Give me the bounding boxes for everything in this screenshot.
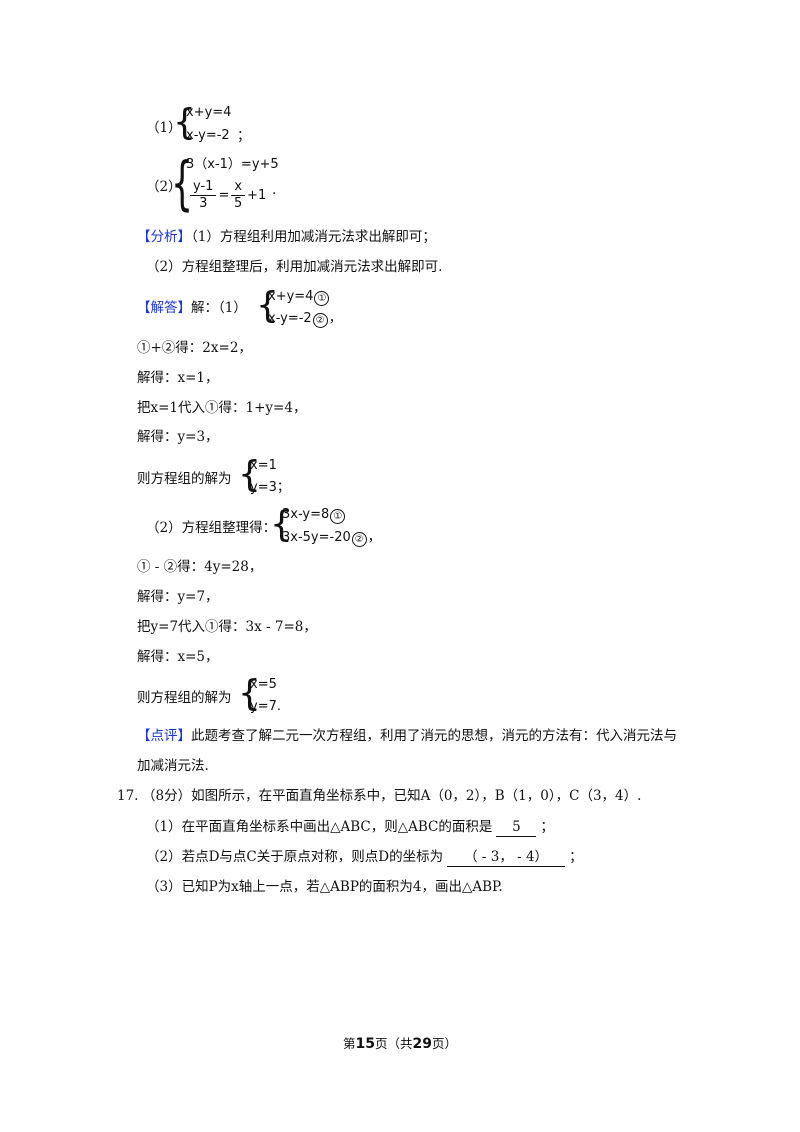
- solution-step: 解得：y=7，: [137, 589, 219, 605]
- analysis-line: 【分析】（1）方程组利用加减消元法求出解即可；: [137, 229, 436, 245]
- brace: {: [173, 102, 196, 143]
- question-part: （2）若点D与点C关于原点对称，则点D的坐标为（ - 3， - 4）；: [146, 848, 583, 867]
- equation: x-y=-2: [186, 128, 230, 143]
- comment-line: 【点评】此题考查了解二元一次方程组，利用了消元的思想，消元的方法有：代入消元法与: [137, 728, 677, 744]
- answer-blank: 5: [496, 818, 537, 837]
- result-prefix: 则方程组的解为: [137, 471, 232, 487]
- comment-tag: 【点评】: [137, 728, 191, 744]
- solution-step: 解得：y=3，: [137, 429, 219, 445]
- problem2-label: （2）: [146, 179, 182, 195]
- equation: x=5: [250, 677, 277, 692]
- answer-tag: 【解答】: [137, 300, 191, 316]
- brace: {: [238, 454, 261, 495]
- brace: {: [238, 673, 261, 714]
- solution-step: ① - ②得：4y=28，: [137, 559, 263, 575]
- solution-step: 解得：x=1，: [137, 370, 219, 386]
- equation: y=7.: [250, 699, 281, 714]
- solution-step: ①+②得：2x=2，: [137, 340, 252, 356]
- answer-blank: （ - 3， - 4）: [447, 848, 566, 867]
- brace: {: [171, 149, 194, 217]
- analysis-tag: 【分析】: [137, 229, 191, 245]
- question-stem: （8分）如图所示，在平面直角坐标系中，已知A（0，2），B（1，0），C（3，4…: [142, 788, 642, 804]
- equation: x+y=4: [186, 105, 232, 120]
- part2-prefix: （2）方程组整理得：: [146, 520, 277, 536]
- equation: 3（x-1）=y+5: [186, 157, 279, 172]
- solution-step: 把x=1代入①得：1+y=4，: [137, 400, 307, 416]
- solution-step: 解得：x=5，: [137, 649, 219, 665]
- equation: x=1: [250, 458, 277, 473]
- result-prefix: 则方程组的解为: [137, 690, 232, 706]
- solution-step: 把y=7代入①得：3x - 7=8，: [137, 619, 317, 635]
- comment-line: 加减消元法.: [137, 758, 209, 774]
- punctuation: .: [272, 182, 277, 198]
- brace: {: [256, 285, 279, 326]
- page-footer: 第15页（共29页）: [342, 1036, 457, 1052]
- analysis-line: （2）方程组整理后，利用加减消元法求出解即可.: [146, 259, 443, 275]
- answer-intro: 【解答】解：（1）: [137, 300, 247, 316]
- equation: y=3；: [250, 480, 290, 495]
- problem1-label: （1）: [146, 120, 182, 136]
- question-part: （3）已知P为x轴上一点，若△ABP的面积为4，画出△ABP.: [146, 879, 503, 895]
- question-number: 17.: [117, 788, 139, 804]
- punctuation: ；: [237, 128, 251, 144]
- brace: {: [270, 504, 293, 545]
